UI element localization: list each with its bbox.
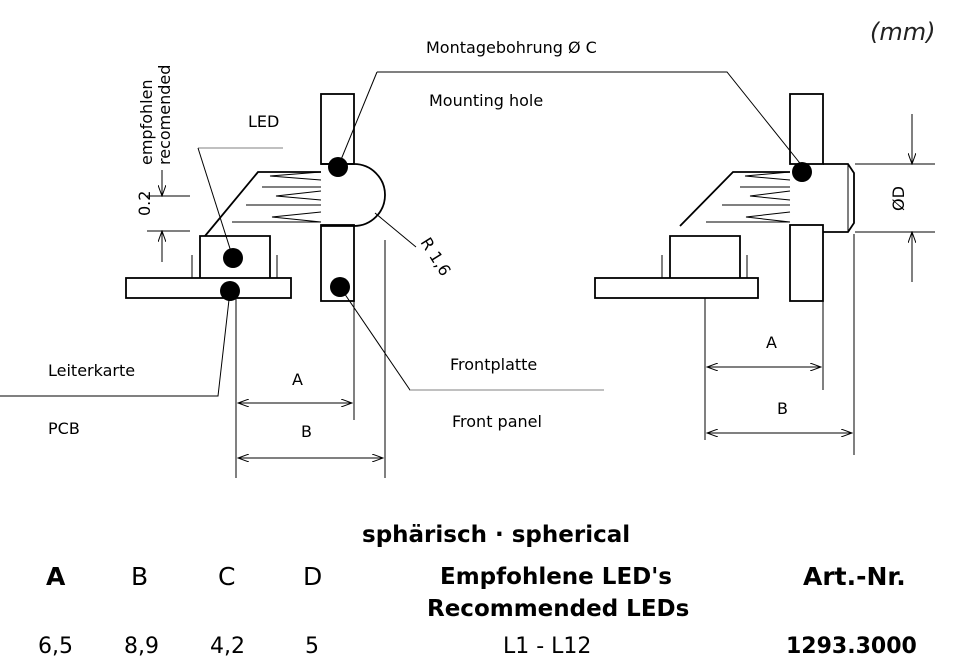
header-art: Art.-Nr. [803, 562, 906, 591]
right-view [594, 93, 935, 455]
table-title: sphärisch · spherical [362, 522, 631, 548]
spherical-lens [321, 163, 386, 227]
header-c: C [218, 562, 236, 591]
label-dim-b-left: B [301, 422, 312, 441]
value-a: 6,5 [38, 634, 73, 659]
led-body [204, 171, 321, 237]
header-led-de: Empfohlene LED's [440, 564, 672, 590]
label-gap: 0.2 [135, 191, 154, 216]
label-dim-a-right: A [766, 333, 777, 352]
label-dim-b-right: B [777, 399, 788, 418]
label-empfohlen: empfohlen [137, 79, 156, 165]
label-pcb: PCB [48, 419, 80, 438]
header-b: B [131, 562, 149, 591]
header-a: A [46, 562, 66, 591]
units-label: (mm) [870, 18, 935, 46]
label-recommended: recomended [155, 65, 174, 165]
label-frontplatte: Frontplatte [450, 355, 537, 374]
label-mounting-hole: Mounting hole [429, 91, 543, 110]
value-art: 1293.3000 [786, 634, 917, 659]
value-leds: L1 - L12 [503, 634, 592, 659]
header-led-en: Recommended LEDs [427, 596, 690, 622]
label-leiterkarte: Leiterkarte [48, 361, 135, 380]
label-dim-d: ØD [889, 186, 908, 211]
label-front-panel: Front panel [452, 412, 542, 431]
value-c: 4,2 [210, 634, 245, 659]
left-view [0, 71, 804, 478]
label-dim-a-left: A [292, 370, 303, 389]
label-montagebohrung: Montagebohrung Ø C [426, 38, 597, 57]
header-d: D [303, 562, 323, 591]
label-led: LED [248, 112, 279, 131]
led-socket [199, 235, 271, 278]
value-d: 5 [305, 634, 319, 659]
value-b: 8,9 [124, 634, 159, 659]
